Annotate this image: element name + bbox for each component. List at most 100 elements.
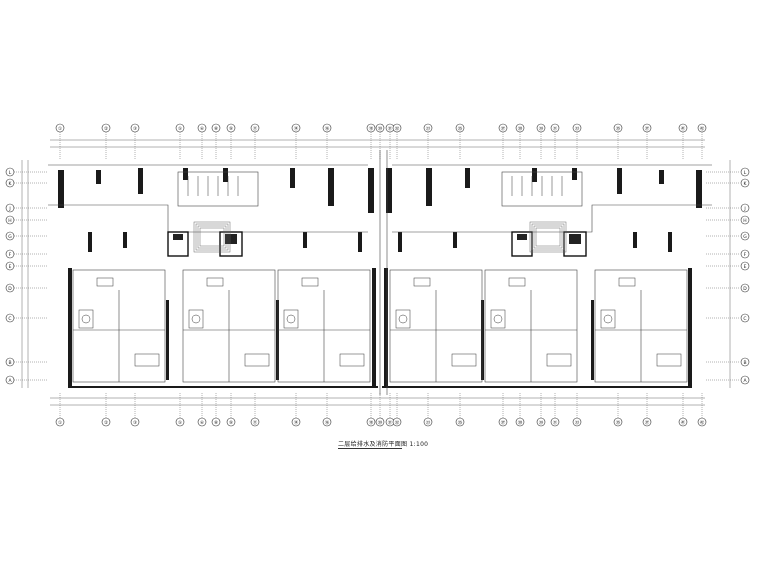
axis-bubble-label: ㉗ (501, 419, 506, 426)
axis-bubble-bottom: ① (55, 417, 65, 427)
axis-bubble-top: ⑤ (175, 123, 185, 133)
axis-bubble-label: ⑤ (178, 126, 182, 132)
axis-bubble-bottom: ㉗ (498, 417, 508, 427)
axis-bubble-circle (5, 261, 15, 271)
axis-bubble-bottom: ㊲ (642, 417, 652, 427)
axis-bubble-circle (5, 357, 15, 367)
axis-bubble-bottom: ③ (130, 417, 140, 427)
axis-bubble-circle (740, 231, 750, 241)
axis-bubble-bottom: ㉝ (572, 417, 582, 427)
elevator-label-block (569, 234, 581, 244)
axis-bubble-right: J (740, 203, 750, 213)
axis-bubble-top: ㉚ (536, 123, 546, 133)
axis-bubble-label: F (744, 252, 747, 258)
axis-bubble-circle (392, 123, 402, 133)
axis-bubble-label: ② (104, 420, 108, 426)
axis-bubble-top: ② (101, 123, 111, 133)
stair-core (177, 171, 259, 207)
axis-bubble-top: ㊶ (678, 123, 688, 133)
structural-column (398, 232, 402, 252)
elevator-shaft (219, 231, 243, 257)
axis-bubble-label: ㉚ (539, 125, 544, 132)
axis-bubble-label: ⑨ (229, 126, 233, 132)
axis-bubble-label: ㉛ (553, 125, 558, 132)
axis-bubble-bottom: ㉟ (613, 417, 623, 427)
axis-bubble-top: ⑳ (375, 123, 385, 133)
axis-bubble-circle (613, 123, 623, 133)
axis-bubble-bottom: ⑭ (291, 417, 301, 427)
axis-bubble-circle (697, 123, 707, 133)
axis-bubble-label: ⑱ (369, 419, 374, 426)
toilet-fixture (493, 314, 503, 324)
axis-bubble-label: ⑥ (200, 420, 204, 426)
axis-bubble-label: D (8, 286, 12, 292)
pipe-run (195, 223, 229, 251)
axis-bubble-bottom: ㉕ (455, 417, 465, 427)
axis-bubble-left: A (5, 375, 15, 385)
axis-bubble-left: G (5, 231, 15, 241)
axis-bubble-circle (226, 417, 236, 427)
exterior-wall (276, 300, 279, 380)
axis-bubble-label: ㊷ (700, 419, 705, 426)
axis-bubble-top: ㊷ (697, 123, 707, 133)
axis-bubble-label: ㉛ (553, 419, 558, 426)
structural-column (386, 168, 392, 213)
axis-bubble-label: L (9, 170, 12, 176)
axis-bubble-label: E (744, 264, 747, 270)
axis-bubble-label: B (743, 360, 746, 366)
toilet-fixture (398, 314, 408, 324)
drawing-caption: 二层给排水及消防平面图 1:100 (338, 441, 429, 448)
pipe-run (199, 227, 225, 247)
axis-bubble-top: ㉒ (392, 123, 402, 133)
axis-bubble-bottom: ⑱ (366, 417, 376, 427)
axis-bubble-bottom: ㉚ (536, 417, 546, 427)
axis-bubble-top: ㉓ (423, 123, 433, 133)
axis-bubble-bottom: ⑨ (226, 417, 236, 427)
axis-bubble-circle (5, 231, 15, 241)
kitchen-sink (508, 277, 526, 287)
axis-bubble-circle (740, 283, 750, 293)
axis-bubble-label: A (8, 378, 12, 384)
axis-bubble-label: ⑧ (214, 420, 218, 426)
axis-bubble-label: ⑳ (378, 419, 383, 426)
axis-bubble-circle (392, 417, 402, 427)
structural-column (696, 170, 702, 208)
structural-column (532, 168, 537, 182)
axis-bubble-circle (642, 417, 652, 427)
axis-bubble-label: A (743, 378, 747, 384)
axis-bubble-label: G (8, 234, 12, 240)
axis-bubble-left: E (5, 261, 15, 271)
axis-bubble-label: ㉕ (458, 419, 463, 426)
kitchen-sink (413, 277, 431, 287)
axis-bubble-circle (740, 375, 750, 385)
axis-bubble-bottom: ㉓ (423, 417, 433, 427)
axis-bubble-label: G (743, 234, 747, 240)
axis-bubble-circle (455, 123, 465, 133)
axis-bubble-label: ㉗ (501, 125, 506, 132)
axis-bubble-label: ㉘ (518, 125, 523, 132)
structural-column (96, 170, 101, 184)
axis-bubble-bottom: ⑥ (197, 417, 207, 427)
pipe-run (197, 225, 227, 249)
structural-column (303, 232, 307, 248)
pipe-run (533, 225, 563, 249)
axis-bubble-circle (322, 417, 332, 427)
axis-bubble-label: D (743, 286, 747, 292)
axis-bubble-top: ㉟ (613, 123, 623, 133)
axis-bubble-top: ⑨ (226, 123, 236, 133)
structural-column (183, 168, 188, 180)
axis-bubble-top: ㉕ (455, 123, 465, 133)
axis-bubble-left: F (5, 249, 15, 259)
axis-bubble-circle (55, 123, 65, 133)
axis-bubble-circle (130, 417, 140, 427)
axis-bubble-circle (291, 417, 301, 427)
balcony-drain (134, 353, 160, 367)
balcony-drain (656, 353, 682, 367)
exterior-wall (481, 300, 484, 380)
structural-column (368, 168, 374, 213)
structural-column (58, 170, 64, 208)
axis-bubble-circle (5, 215, 15, 225)
axis-bubble-top: ① (55, 123, 65, 133)
axis-bubble-label: ⑯ (325, 419, 330, 426)
axis-bubble-circle (536, 123, 546, 133)
